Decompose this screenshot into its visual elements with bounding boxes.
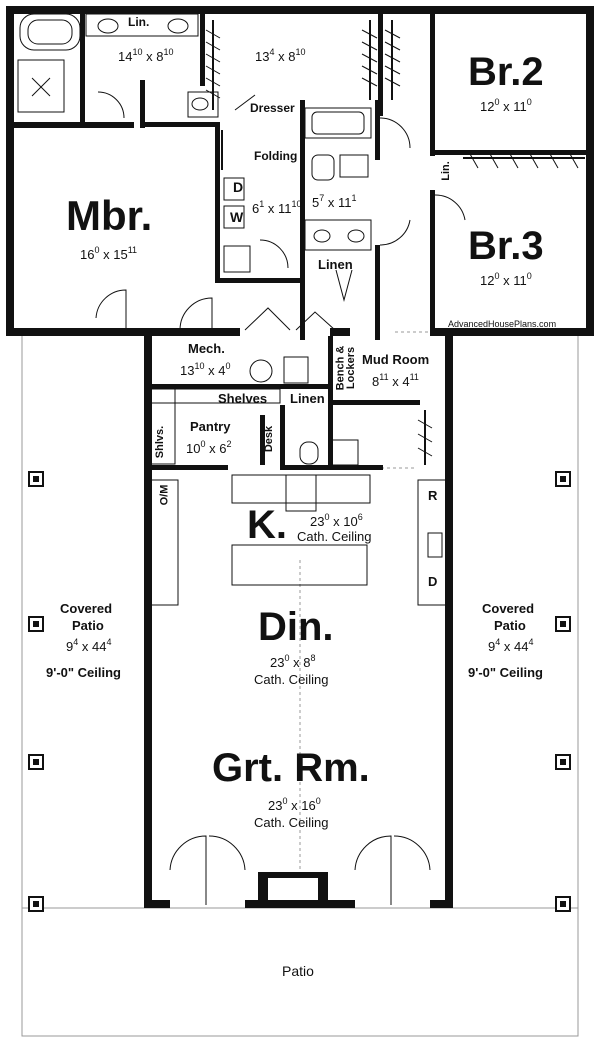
- bedroom3-linen-label: Lin.: [439, 161, 452, 181]
- covered-patio-left-name1: Covered: [60, 601, 113, 616]
- oven-microwave-label: O/M: [158, 484, 171, 506]
- bedroom3-dimensions: 120 x 110: [480, 271, 532, 288]
- bedroom3-name: Br.3: [468, 224, 544, 268]
- dining-name: Din.: [258, 605, 334, 649]
- dresser-label: Dresser: [250, 101, 295, 115]
- refrigerator-label: R: [428, 488, 438, 503]
- pantry-linen-label: Linen: [290, 391, 325, 406]
- pantry-name: Pantry: [190, 419, 231, 434]
- covered-patio-right-name1: Covered: [482, 601, 535, 616]
- master-closet-dimensions: 134 x 810: [255, 47, 306, 64]
- shlvs-label: Shlvs.: [154, 425, 167, 459]
- master-bath-linen-label: Lin.: [128, 15, 150, 29]
- covered-patio-left-dimensions: 94 x 444: [66, 637, 112, 654]
- kitchen-dimensions: 230 x 106: [310, 512, 363, 529]
- covered-patio-left-ceiling: 9'-0" Ceiling: [46, 665, 121, 680]
- covered-patio-left-name2: Patio: [72, 618, 104, 633]
- dryer-label: D: [233, 179, 244, 195]
- shelves-label: Shelves: [218, 391, 268, 406]
- mud-room-dimensions: 811 x 411: [372, 372, 419, 389]
- master-bedroom-name: Mbr.: [66, 192, 153, 239]
- hall-linen-label: Linen: [318, 257, 353, 272]
- bedroom2-name: Br.2: [468, 50, 544, 94]
- washer-label: W: [230, 209, 244, 225]
- mechanical-name: Mech.: [188, 341, 225, 356]
- lockers-label: Lockers: [345, 346, 358, 390]
- hall-bath-dimensions: 57 x 111: [312, 193, 357, 210]
- desk-label: Desk: [263, 425, 276, 453]
- kitchen-name: K.: [247, 503, 287, 547]
- mechanical-dimensions: 1310 x 40: [180, 361, 231, 378]
- covered-patio-right-name2: Patio: [494, 618, 526, 633]
- dining-ceiling: Cath. Ceiling: [254, 672, 329, 687]
- bedroom2-dimensions: 120 x 110: [480, 97, 532, 114]
- dishwasher-label: D: [428, 574, 438, 589]
- mud-room-name: Mud Room: [362, 352, 430, 367]
- covered-patio-right-ceiling: 9'-0" Ceiling: [468, 665, 543, 680]
- patio-name: Patio: [282, 963, 314, 979]
- laundry-dimensions: 61 x 1110: [252, 199, 302, 216]
- covered-patio-right-dimensions: 94 x 444: [488, 637, 534, 654]
- great-room-dimensions: 230 x 160: [268, 796, 321, 813]
- pantry-dimensions: 100 x 62: [186, 439, 232, 456]
- folding-label: Folding: [254, 149, 298, 163]
- great-room-ceiling: Cath. Ceiling: [254, 815, 329, 830]
- kitchen-ceiling: Cath. Ceiling: [297, 529, 372, 544]
- watermark-text: AdvancedHousePlans.com: [448, 319, 557, 329]
- master-bedroom-dimensions: 160 x 1511: [80, 245, 138, 262]
- dining-dimensions: 230 x 88: [270, 653, 316, 670]
- great-room-name: Grt. Rm.: [212, 746, 370, 790]
- master-bath-dimensions: 1410 x 810: [118, 47, 174, 64]
